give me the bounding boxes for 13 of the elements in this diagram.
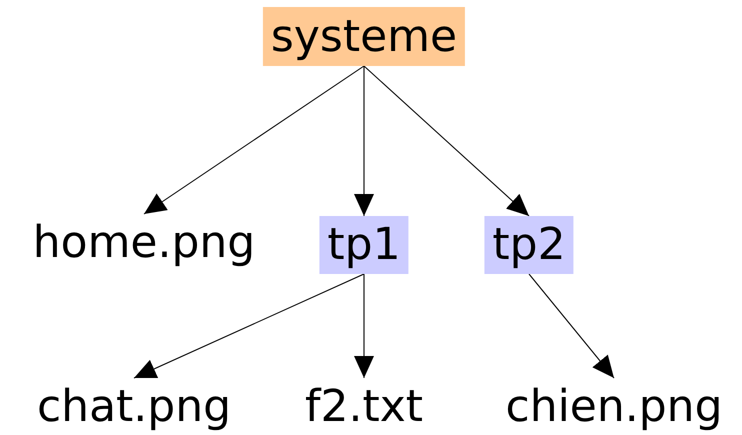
file-name: home.png bbox=[32, 214, 256, 272]
file-name: chat.png bbox=[36, 378, 232, 435]
arrow bbox=[144, 66, 364, 214]
folder-box: tp2 bbox=[484, 216, 574, 274]
folder-box: systeme bbox=[262, 7, 466, 66]
arrow bbox=[134, 274, 364, 378]
arrow bbox=[354, 66, 374, 216]
arrow bbox=[354, 274, 374, 378]
arrow bbox=[528, 274, 614, 378]
file-name: f2.txt bbox=[305, 378, 423, 435]
folder-box: tp1 bbox=[319, 216, 409, 274]
arrow bbox=[364, 66, 530, 216]
file-name: chien.png bbox=[506, 378, 722, 435]
